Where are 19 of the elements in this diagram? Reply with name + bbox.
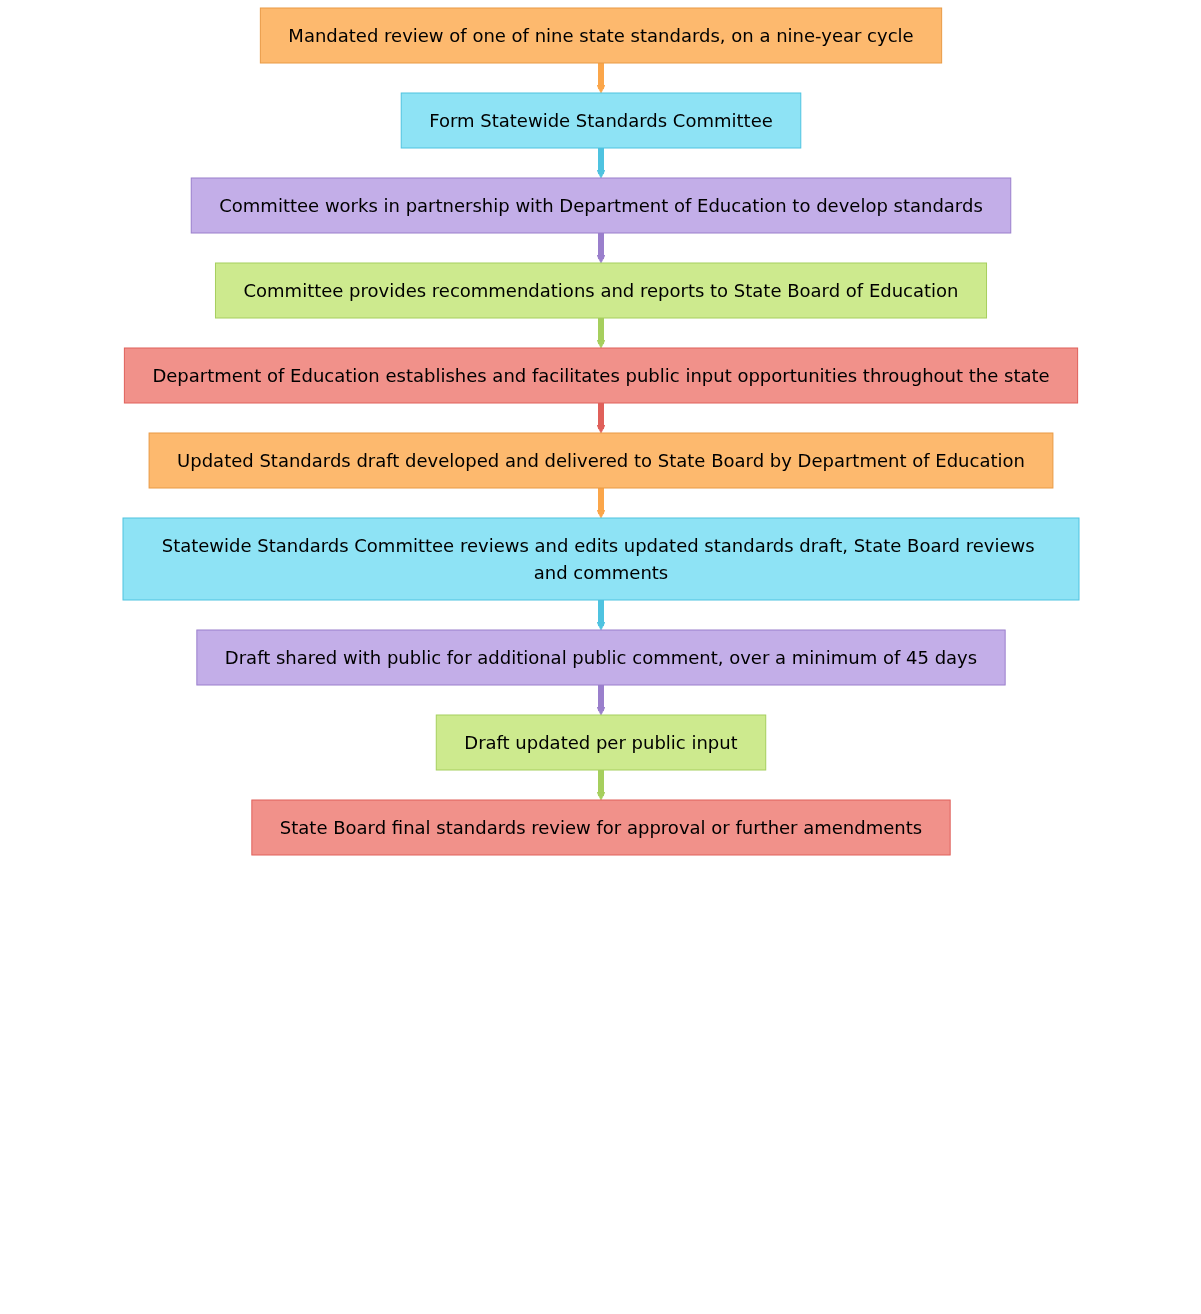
- node-box: Mandated review of one of nine state standards, on a nine-year cycle: [259, 7, 942, 64]
- node-box: Updated Standards draft developed and delivered to State Board by Department of Education: [148, 432, 1053, 489]
- arrow: [596, 317, 605, 349]
- node-box: State Board final standards review for approval or further amendments: [250, 799, 951, 856]
- arrow: [596, 684, 605, 716]
- node-box: Form Statewide Standards Committee: [400, 92, 801, 149]
- arrow: [596, 599, 605, 631]
- arrow: [596, 402, 605, 434]
- arrow: [596, 487, 605, 519]
- node-box: Draft updated per public input: [435, 714, 766, 771]
- node-box: Statewide Standards Committee reviews and edits updated standards draft, State Board reviews and comments: [122, 517, 1079, 601]
- arrow: [596, 232, 605, 264]
- node-box: Committee provides recommendations and reports to State Board of Education: [214, 262, 987, 319]
- node-box: Department of Education establishes and facilitates public input opportunities throughout the state: [123, 347, 1078, 404]
- node-box: Draft shared with public for additional public comment, over a minimum of 45 days: [195, 629, 1006, 686]
- arrow: [596, 147, 605, 179]
- arrow: [596, 769, 605, 801]
- node-box: Committee works in partnership with Department of Education to develop standards: [190, 177, 1011, 234]
- arrow: [596, 62, 605, 94]
